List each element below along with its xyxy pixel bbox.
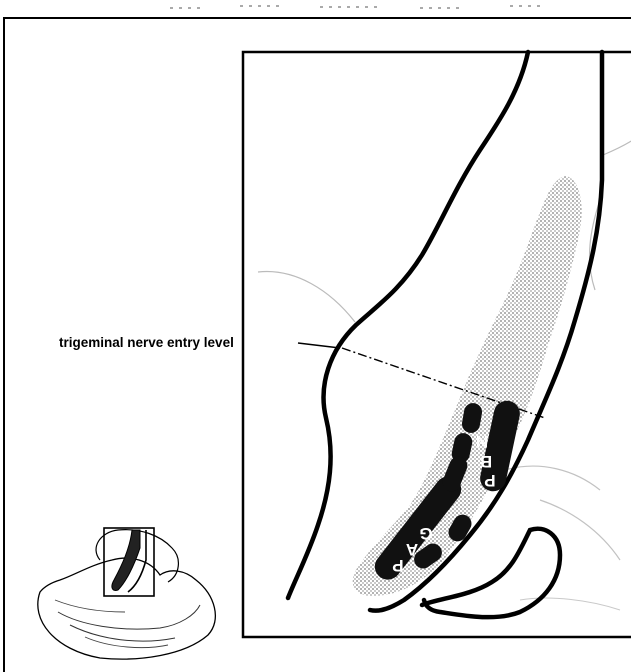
inset-folia-3: [85, 637, 168, 648]
pag-letter-p: P: [392, 556, 403, 575]
inset-folia-2: [70, 625, 175, 641]
scan-top-marks: [170, 6, 540, 8]
pbn-letter-n: N: [476, 432, 488, 451]
trigeminal-label: trigeminal nerve entry level: [59, 335, 234, 350]
pbn-letter-p: P: [484, 471, 495, 490]
inset-folia-1: [58, 605, 200, 629]
inset-folia-4: [55, 600, 125, 612]
label-pointer-line: [298, 343, 340, 348]
faint-outline-right-upper: [590, 140, 631, 290]
pbn-letter-b: B: [480, 452, 492, 471]
pag-blobs: [370, 454, 475, 585]
pag-letter-a: A: [406, 540, 418, 559]
brain-inset: [38, 528, 216, 659]
faint-outline-left: [258, 272, 355, 322]
pag-letter-g: G: [419, 524, 432, 543]
inset-brainstem: [112, 530, 140, 590]
